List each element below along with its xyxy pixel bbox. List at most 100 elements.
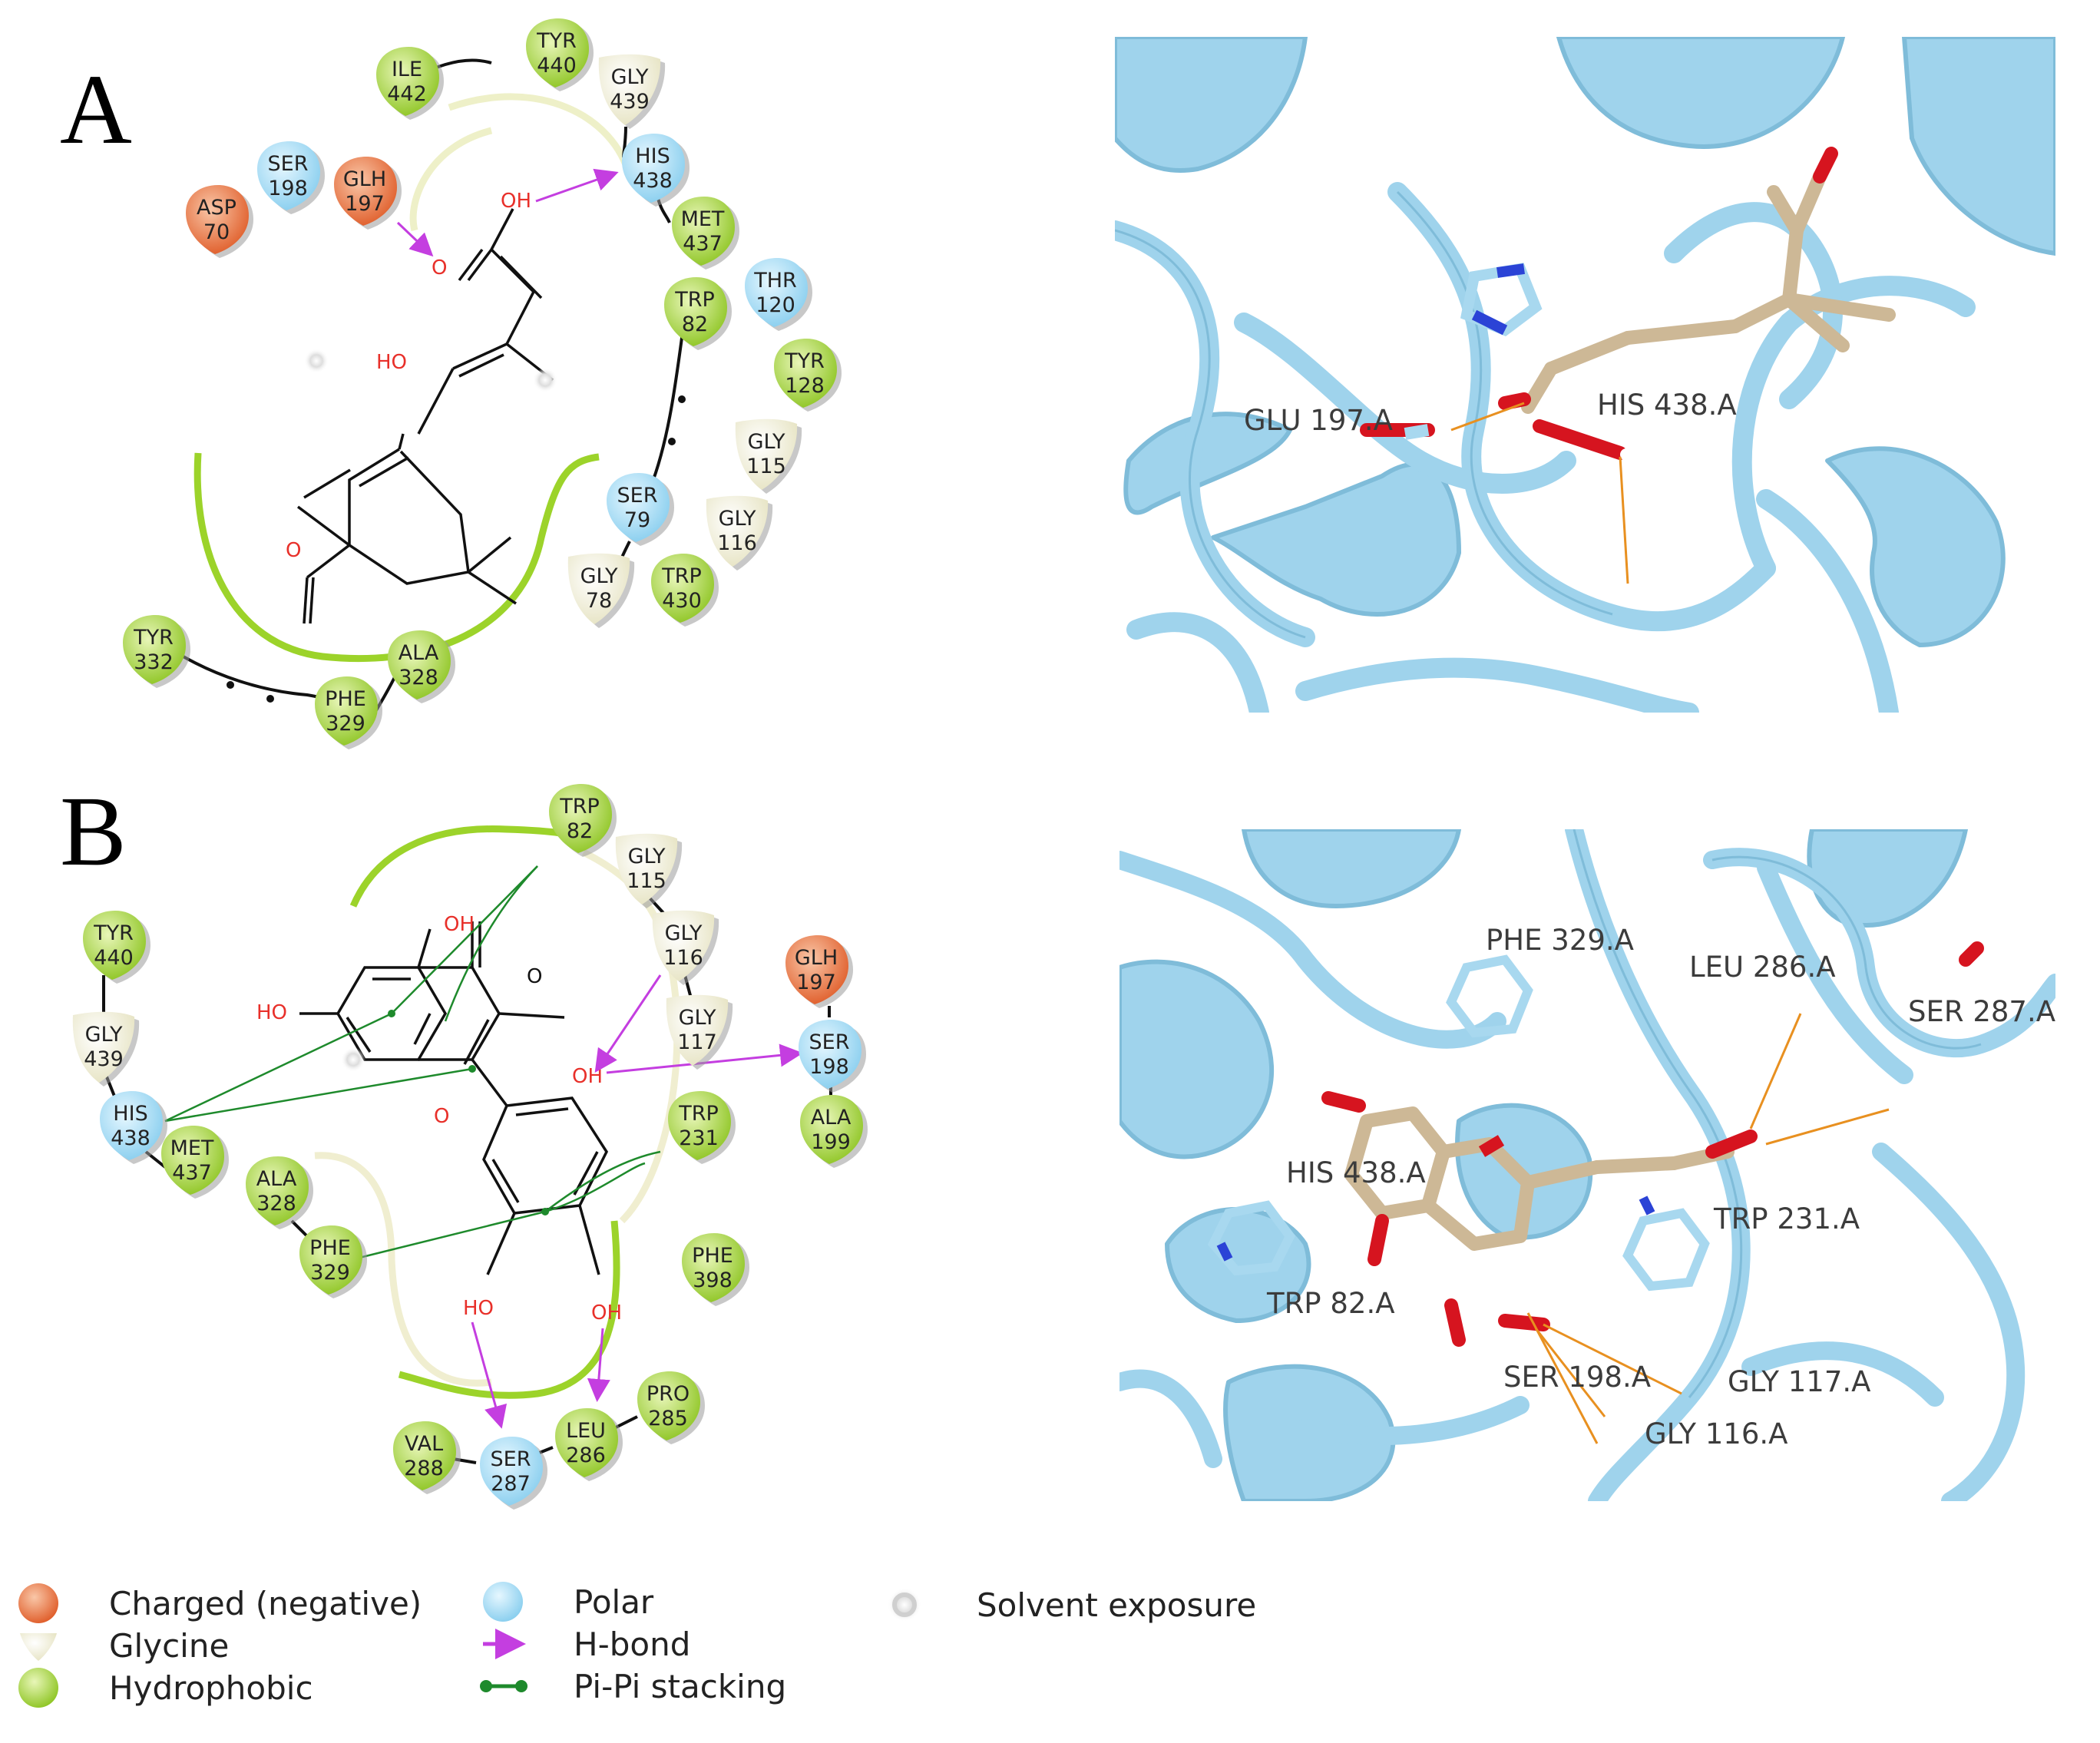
glycine-residue-shape [567,553,630,624]
legend-glycine-label: Glycine [109,1626,230,1665]
legend-hydrophobic: Hydrophobic [15,1666,313,1709]
label-gly117: GLY 117.A [1728,1365,1870,1398]
label-gly116: GLY 116.A [1645,1417,1787,1450]
label-his438: HIS 438.A [1597,389,1737,422]
hydrophobic-residue-shape [83,911,146,980]
residue-number: 82 [682,313,708,336]
residue-name: GLY [748,430,785,454]
atom-ho: HO [376,351,407,374]
residue-number: 199 [811,1130,851,1154]
solvent-exposure-marker [304,349,329,373]
hydrophobic-residue-shape [388,630,451,700]
hydrophobic-residue-shape [651,554,714,623]
legend-pipi-label: Pi-Pi stacking [574,1667,787,1705]
residue-name: SER [617,484,658,508]
hydrophobic-residue-shape [393,1421,456,1490]
residue-name: ASP [197,196,236,220]
legend-hbond-label: H-bond [574,1625,691,1663]
residue-number: 438 [633,169,673,193]
hbond-arrow-icon [480,1622,527,1665]
residue-name: GLY [580,564,618,588]
residue-number: 328 [256,1192,296,1215]
solvent-exposure-marker [341,1047,365,1072]
residue-name: TYR [784,349,825,373]
label-trp82: TRP 82.A [1266,1287,1395,1320]
hydrophobic-residue-shape [246,1156,309,1225]
residue-number: 128 [785,374,825,398]
residue-name: VAL [405,1432,443,1456]
residue-number: 286 [566,1444,606,1467]
hbond-arrow [587,1328,610,1402]
legend-pipi: Pi-Pi stacking [480,1665,786,1708]
glycine-residue-shape [615,833,678,905]
hbond-arrow [594,974,662,1073]
residue-number: 442 [387,82,427,106]
hydrophobic-residue-shape [376,47,439,116]
residue-name: TRP [559,795,600,819]
label-glu197: GLU 197.A [1244,404,1393,437]
atom-oh-bottom: OH [591,1301,622,1325]
negative-swatch-icon [15,1582,63,1625]
pi-pi-stacking [164,865,661,1261]
residue-number: 78 [586,589,612,613]
atom-o-ring: O [434,1105,449,1128]
hydrophobic-residue-shape [664,277,727,346]
negative-residue-shape [334,157,397,226]
residue-name: TRP [674,288,715,312]
residue-number: 285 [648,1407,688,1430]
atom-ho-bottom: HO [463,1297,494,1320]
hydrophobic-residue-shape [123,615,186,684]
hydrophobic-residue-shape [672,197,735,266]
glycine-residue-shape [598,54,661,125]
hydrophobic-residue-shape [555,1408,618,1477]
residue-name: TYR [536,29,577,53]
legend-glycine: Glycine [15,1624,229,1667]
residue-number: 197 [345,192,385,216]
residue-number: 440 [94,946,134,970]
negative-residue-shape [186,185,249,254]
solvent-exposure-marker [533,368,557,392]
glycine-residue-shape [706,495,769,567]
polar-residue-shape [799,1020,861,1089]
polar-swatch-icon [480,1580,527,1623]
residue-name: SER [491,1447,531,1471]
polar-residue-shape [607,473,670,542]
residue-number: 288 [404,1457,444,1480]
panel-letter-b: B [60,776,127,887]
residue-number: 287 [491,1472,531,1496]
pocket-contour [448,93,633,178]
solvent-exposure-icon [883,1583,931,1626]
residue-number: 79 [624,508,650,532]
legend-hbond: H-bond [480,1622,690,1665]
residue-name: HIS [113,1102,147,1126]
residue-number: 438 [111,1126,150,1150]
glycine-residue-shape [666,994,729,1066]
hydrophobic-residue-shape [161,1126,224,1195]
residue-number: 439 [610,90,650,114]
hydrophobic-residue-shape [637,1371,700,1440]
glycine-residue-shape [735,418,798,490]
residue-name: HIS [635,144,670,168]
residue-number: 231 [679,1126,719,1150]
panel-b-2d-map: OH O HO OH O HO OH TRP82GLY115TYR440GLY1… [72,784,868,1510]
residue-name: GLY [611,65,649,89]
